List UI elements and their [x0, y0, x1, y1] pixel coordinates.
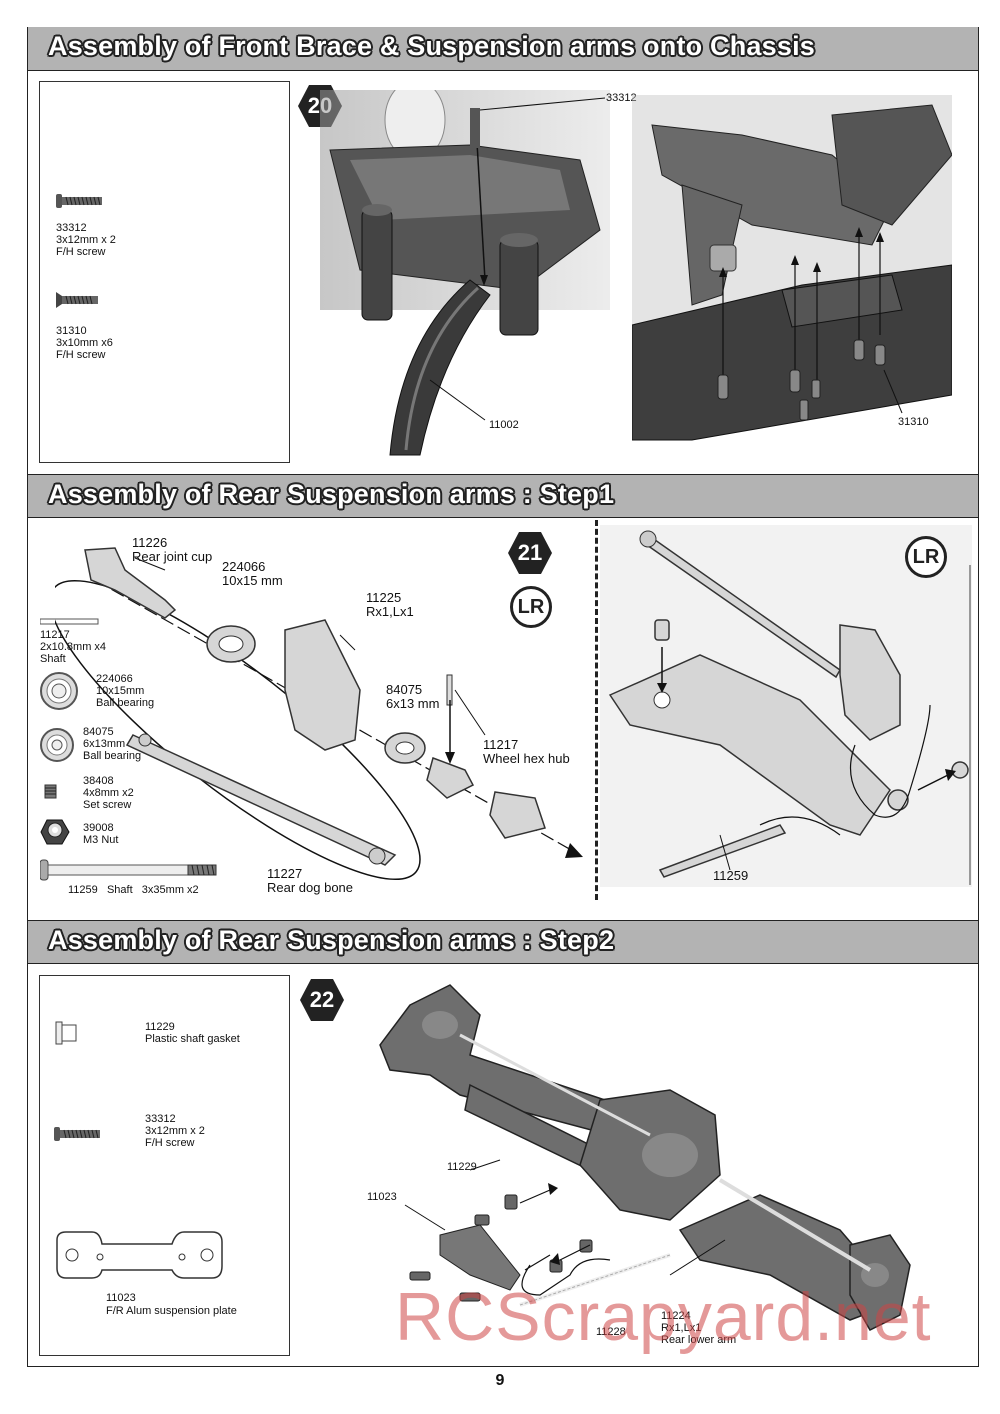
flat-head-screw-icon: [56, 194, 102, 208]
part-desc: 2x10.8mm x4 Shaft: [40, 641, 107, 665]
part-desc: 4x8mm x2 Set screw: [83, 787, 134, 811]
part-code: 11259: [68, 884, 98, 896]
suspension-arms-chassis-illustration: [632, 95, 952, 441]
step-number-badge: 21: [507, 530, 553, 576]
section-title: Assembly of Rear Suspension arms : Step2: [48, 925, 615, 955]
step-number: 22: [309, 987, 335, 1012]
right-marker: R: [924, 546, 940, 568]
page-number: 9: [495, 1372, 505, 1389]
step-number: 21: [517, 540, 543, 565]
set-screw-icon: [44, 784, 57, 799]
m3-nut-icon: [40, 819, 70, 845]
right-marker: R: [529, 596, 545, 618]
part-label: 11259 Shaft 3x35mm x2: [68, 884, 199, 896]
alum-suspension-plate-icon: [56, 1231, 223, 1279]
part-code: 31310: [56, 325, 87, 337]
callout-label: 11227 Rear dog bone: [267, 866, 354, 895]
front-brace-illustration: [320, 90, 610, 456]
part-code: 11229: [145, 1021, 175, 1033]
callout-label: 11224 Rx1,Lx1 Rear lower arm: [661, 1310, 737, 1346]
callout-label: 11217 Wheel hex hub: [483, 737, 570, 766]
left-marker: L: [517, 596, 530, 618]
parts-list-step-22: 11229 Plastic shaft gasket 33312 3x12mm …: [39, 975, 290, 1356]
watermark-text: RCScrapyard.net: [395, 1279, 932, 1355]
parts-list-step-20: 33312 3x12mm x 2 F/H screw 31310 3x10mm …: [39, 81, 290, 463]
ball-bearing-icon: [40, 728, 74, 762]
section-header-rear-step2: Assembly of Rear Suspension arms : Step2: [28, 920, 978, 964]
ball-bearing-icon: [40, 672, 78, 710]
part-code: 38408: [83, 775, 114, 787]
section-title: Assembly of Rear Suspension arms : Step1: [48, 479, 615, 509]
shaft-screw-icon: [40, 859, 217, 881]
part-desc: 3x10mm x6 F/H screw: [56, 337, 113, 361]
callout-label: 224066 10x15 mm: [222, 559, 283, 588]
part-desc: M3 Nut: [83, 834, 119, 846]
callout-label: 33312: [606, 92, 637, 104]
callout-label: 11225 Rx1,Lx1: [366, 590, 414, 619]
part-code: 33312: [56, 222, 87, 234]
part-code: 224066: [96, 673, 133, 685]
part-code: 39008: [83, 822, 114, 834]
part-code: 84075: [83, 726, 114, 738]
shaft-icon: [40, 618, 99, 625]
part-desc: Plastic shaft gasket: [145, 1033, 240, 1045]
rear-arm-assembly-illustration: [600, 525, 972, 887]
rear-suspension-assembly-illustration: [379, 984, 911, 1331]
part-desc: 6x13mm Ball bearing: [83, 738, 142, 762]
rear-hub-exploded-illustration: [55, 547, 583, 881]
flat-head-screw-icon: [56, 292, 98, 308]
part-code: 11023: [106, 1292, 136, 1304]
part-desc: F/R Alum suspension plate: [106, 1305, 237, 1317]
left-right-badge: LR: [905, 536, 947, 578]
flat-head-screw-icon: [54, 1127, 100, 1141]
left-marker: L: [912, 546, 925, 568]
callout-label: 31310: [898, 416, 929, 428]
section-title: Assembly of Front Brace & Suspension arm…: [48, 31, 815, 61]
left-right-badge: LR: [510, 586, 552, 628]
callout-label: 11023: [367, 1191, 397, 1203]
section-header-front-brace: Assembly of Front Brace & Suspension arm…: [28, 27, 978, 71]
section-header-rear-step1: Assembly of Rear Suspension arms : Step1: [28, 474, 978, 518]
part-desc: 3x12mm x 2 F/H screw: [56, 234, 116, 258]
part-code: 33312: [145, 1113, 176, 1125]
part-desc: 3x12mm x 2 F/H screw: [145, 1125, 205, 1149]
callout-label: 11259: [713, 868, 749, 883]
callout-label: 84075 6x13 mm: [386, 682, 440, 711]
part-code: 11217: [40, 629, 70, 641]
callout-label: 11229: [447, 1161, 477, 1173]
callout-label: 11228: [596, 1326, 626, 1338]
callout-label: 11002: [489, 419, 519, 431]
dashed-divider: [595, 520, 598, 900]
part-desc: Shaft 3x35mm x2: [106, 884, 199, 896]
part-desc: 10x15mm Ball bearing: [96, 685, 155, 709]
shaft-gasket-icon: [55, 1021, 77, 1045]
callout-label: 11226 Rear joint cup: [132, 535, 213, 564]
step-number-badge: 22: [299, 977, 345, 1023]
